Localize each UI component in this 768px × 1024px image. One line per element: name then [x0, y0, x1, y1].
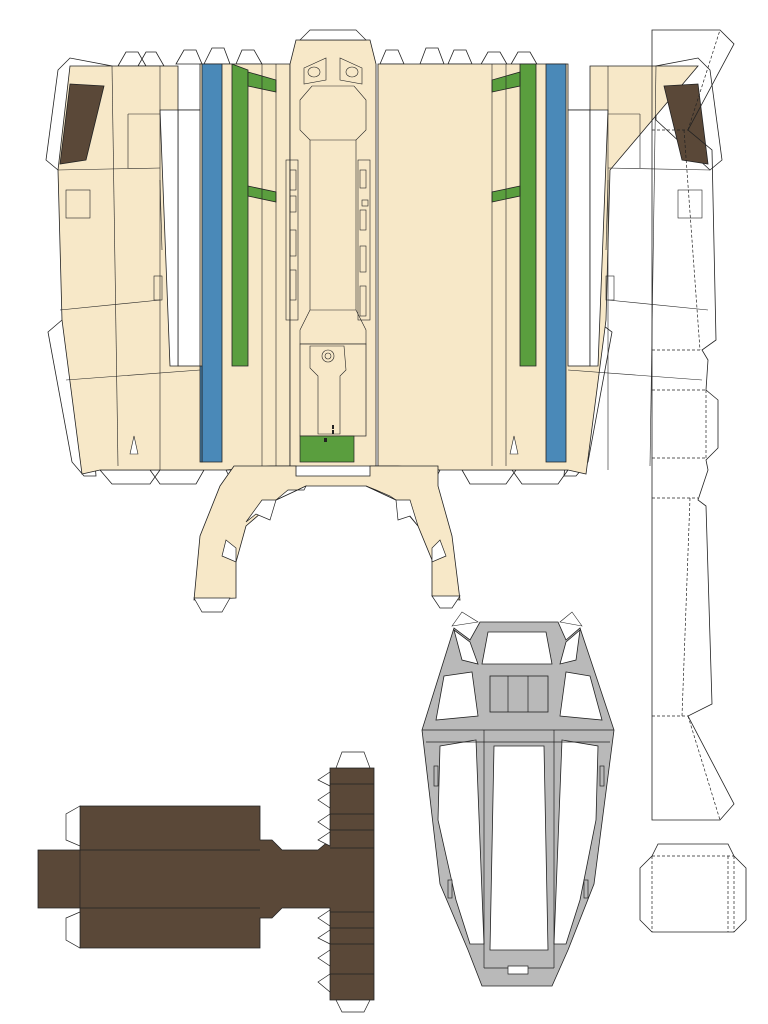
- lower-yoke-panel: [193, 465, 461, 613]
- yoke-body: [193, 465, 461, 601]
- marker-b: [332, 425, 334, 429]
- brown-beam-panel: [37, 751, 375, 1013]
- right-green-stripe: [519, 63, 537, 367]
- tab-f: [99, 469, 161, 485]
- strip-folds: [652, 29, 721, 821]
- right-wingtip-brown: [663, 83, 709, 165]
- left-green-stripe: [231, 63, 249, 367]
- right-panel-lines: [491, 64, 711, 470]
- beam-tabs: [65, 751, 371, 1013]
- right-top-tab: [655, 57, 723, 171]
- box-outline: [639, 843, 747, 933]
- left-slot-edge: [159, 109, 179, 367]
- long-strip-panel: [651, 29, 735, 821]
- tab-e: [235, 49, 263, 65]
- beam-body: [37, 767, 375, 1001]
- yoke-tabs: [193, 485, 461, 613]
- tab-q: [461, 469, 517, 485]
- tab-d: [203, 47, 231, 65]
- box-folds: [651, 855, 735, 932]
- small-box-panel: [639, 843, 747, 933]
- main-fuselage-panel: [45, 29, 723, 485]
- left-blue-edge: [199, 365, 203, 463]
- beam-fold-lines: [79, 783, 374, 975]
- right-blue-stripe: [545, 63, 567, 463]
- strip-outline: [651, 29, 735, 821]
- right-small-triangle: [509, 435, 519, 455]
- tab-j: [379, 49, 405, 65]
- canopy-hud-block: [489, 675, 549, 713]
- canopy-lines: [422, 676, 614, 975]
- tab-l: [447, 49, 473, 65]
- left-panel-lines: [57, 64, 277, 470]
- left-small-triangle: [129, 435, 139, 455]
- right-wing-body: [377, 63, 699, 475]
- right-slot-edge: [589, 109, 609, 367]
- tab-c: [175, 49, 203, 65]
- tab-r: [511, 469, 569, 485]
- marker-c: [332, 430, 334, 434]
- marker-a: [324, 438, 327, 442]
- left-slot: [177, 109, 201, 367]
- lower-spine-details: [309, 345, 347, 435]
- right-slot: [567, 109, 591, 367]
- tab-k: [419, 47, 445, 65]
- left-wingtip-brown: [59, 83, 105, 165]
- canopy-edge-tabs: [451, 611, 583, 627]
- left-blue-stripe: [201, 63, 223, 463]
- tab-b: [137, 51, 165, 67]
- canopy-windows: [435, 628, 603, 951]
- canopy-frame-panel: [421, 611, 615, 987]
- cockpit-details: [285, 57, 371, 345]
- spine-top-tab: [299, 29, 367, 41]
